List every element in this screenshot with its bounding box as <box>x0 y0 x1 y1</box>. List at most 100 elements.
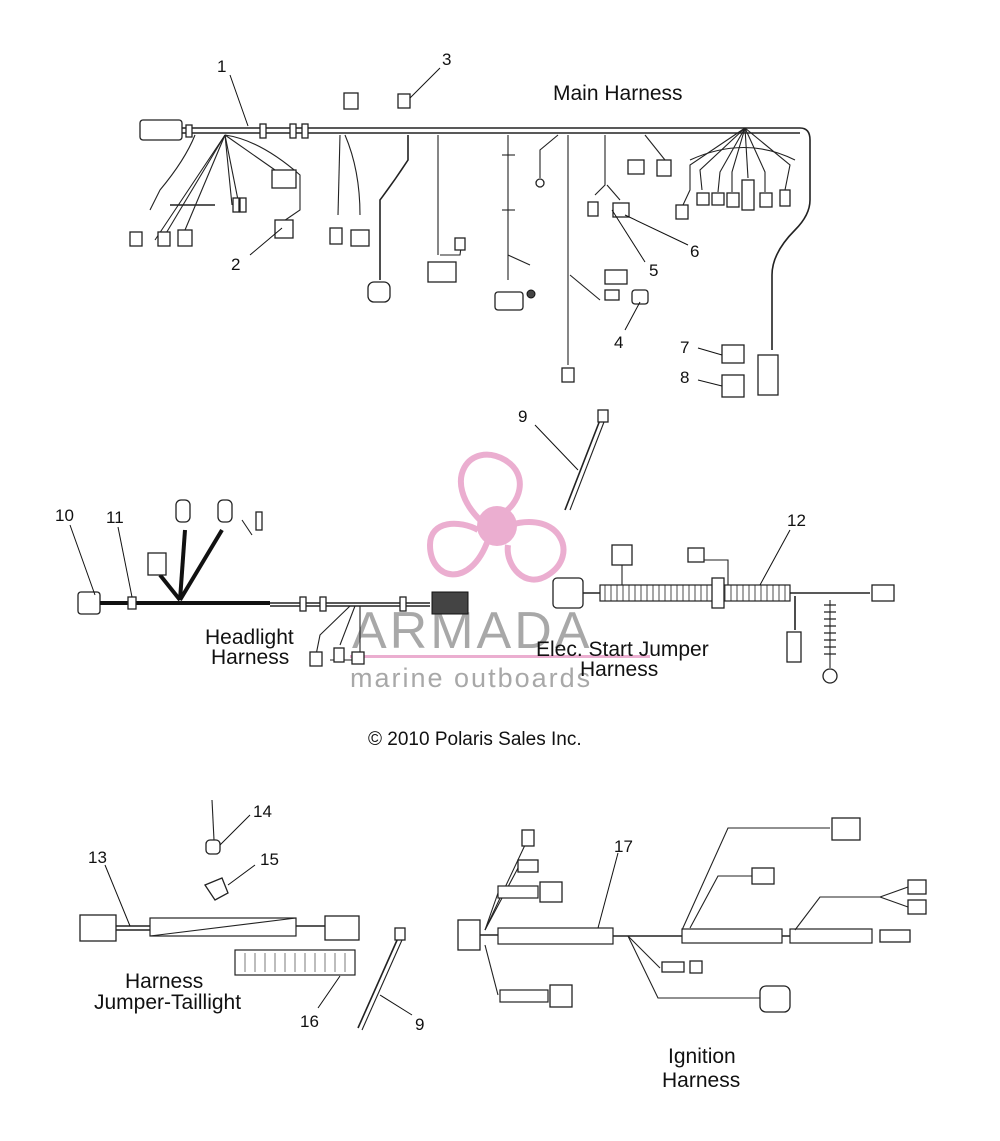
connector <box>687 547 705 563</box>
connector <box>907 899 927 915</box>
multi-pin-connector <box>552 577 584 609</box>
connector <box>689 960 703 974</box>
callout-17: 17 <box>614 837 633 856</box>
part-8-connector <box>721 374 745 398</box>
watermark-tagline: marine outboards <box>350 663 592 693</box>
connector <box>351 651 365 665</box>
elec-start-title-line2: Harness <box>580 658 658 681</box>
headlight-plug <box>77 591 101 615</box>
clip <box>127 596 137 610</box>
part-2-connector <box>274 219 294 239</box>
connector <box>255 511 263 531</box>
connector <box>786 631 802 663</box>
connector <box>129 231 143 247</box>
part-16-pad <box>234 949 356 976</box>
part-4-connector <box>631 289 649 305</box>
clip <box>399 596 407 612</box>
part-9-cable-tie <box>357 409 609 1031</box>
ring-terminal <box>822 668 838 684</box>
connector <box>157 231 171 247</box>
inline-fuse <box>711 577 725 609</box>
ignition-harness <box>457 817 927 1013</box>
connector <box>627 159 645 175</box>
connector <box>271 169 297 189</box>
callout-10: 10 <box>55 506 74 525</box>
callout-16: 16 <box>300 1012 319 1031</box>
clip <box>299 596 307 612</box>
connector <box>779 189 791 207</box>
harness-end-sleeve <box>757 354 779 396</box>
multi-pin-connector <box>431 591 469 615</box>
main-connector-block <box>139 119 183 141</box>
part-7-connector <box>721 344 745 364</box>
ring-terminal <box>535 178 545 188</box>
elec-start-title-line1: Elec. Start Jumper <box>536 638 709 661</box>
part-6-connector <box>612 202 630 218</box>
connector <box>604 289 620 301</box>
connector <box>147 552 167 576</box>
clip <box>259 123 267 139</box>
clip <box>289 123 297 139</box>
harness-sleeve <box>789 928 873 944</box>
watermark-brand: ARMADA <box>352 602 592 660</box>
relay-connector <box>611 544 633 566</box>
callout-3: 3 <box>442 50 451 69</box>
connector <box>367 281 391 303</box>
connector <box>333 647 345 663</box>
harness-sleeve <box>497 927 614 945</box>
callout-7: 7 <box>680 338 689 357</box>
push-rivet <box>205 839 221 855</box>
callout-12: 12 <box>787 511 806 530</box>
ignition-title-line1: Ignition <box>668 1045 736 1068</box>
harness-sleeve <box>499 989 549 1003</box>
connector <box>907 879 927 895</box>
coil-wrap <box>824 604 836 655</box>
connector <box>494 291 524 311</box>
connector <box>521 829 535 847</box>
part-5-connector <box>604 269 628 285</box>
connector <box>177 229 193 247</box>
connector <box>879 929 911 943</box>
connector <box>539 881 563 903</box>
ignition-title-line2: Harness <box>662 1069 740 1092</box>
connector <box>587 201 599 217</box>
connector <box>454 237 466 251</box>
headlight-harness <box>77 499 469 667</box>
clip <box>301 123 309 139</box>
bulb-socket <box>175 499 191 523</box>
connector <box>661 961 685 973</box>
part-15-clamp <box>204 877 229 901</box>
connector <box>329 227 343 245</box>
bulb-socket <box>217 499 233 523</box>
connector <box>759 192 773 208</box>
connector <box>726 192 740 208</box>
headlight-harness-title-line1: Headlight <box>205 626 294 649</box>
connector <box>675 204 689 220</box>
connector <box>711 192 725 206</box>
harness-sleeve <box>497 885 539 899</box>
taillight-title-line1: Harness <box>125 970 203 993</box>
connector <box>741 179 755 211</box>
connector <box>343 92 359 110</box>
connector <box>324 915 360 941</box>
callout-8: 8 <box>680 368 689 387</box>
clip <box>185 124 193 138</box>
sleeve-ribs <box>604 585 786 601</box>
watermark-divider <box>350 655 650 658</box>
connector <box>79 914 117 942</box>
connector <box>427 261 457 283</box>
connector <box>656 159 672 177</box>
headlight-harness-title-line2: Harness <box>211 646 289 669</box>
part-3-connector <box>397 93 411 109</box>
callout-2: 2 <box>231 255 240 274</box>
taillight-title-line2: Jumper-Taillight <box>94 991 241 1014</box>
clip <box>319 596 327 612</box>
leader-lines <box>69 67 791 1016</box>
callout-11: 11 <box>106 508 124 527</box>
copyright-notice: © 2010 Polaris Sales Inc. <box>368 729 582 750</box>
elec-start-jumper-harness <box>552 544 895 684</box>
callout-1: 1 <box>217 57 226 76</box>
connector <box>232 197 240 213</box>
connector <box>871 584 895 602</box>
